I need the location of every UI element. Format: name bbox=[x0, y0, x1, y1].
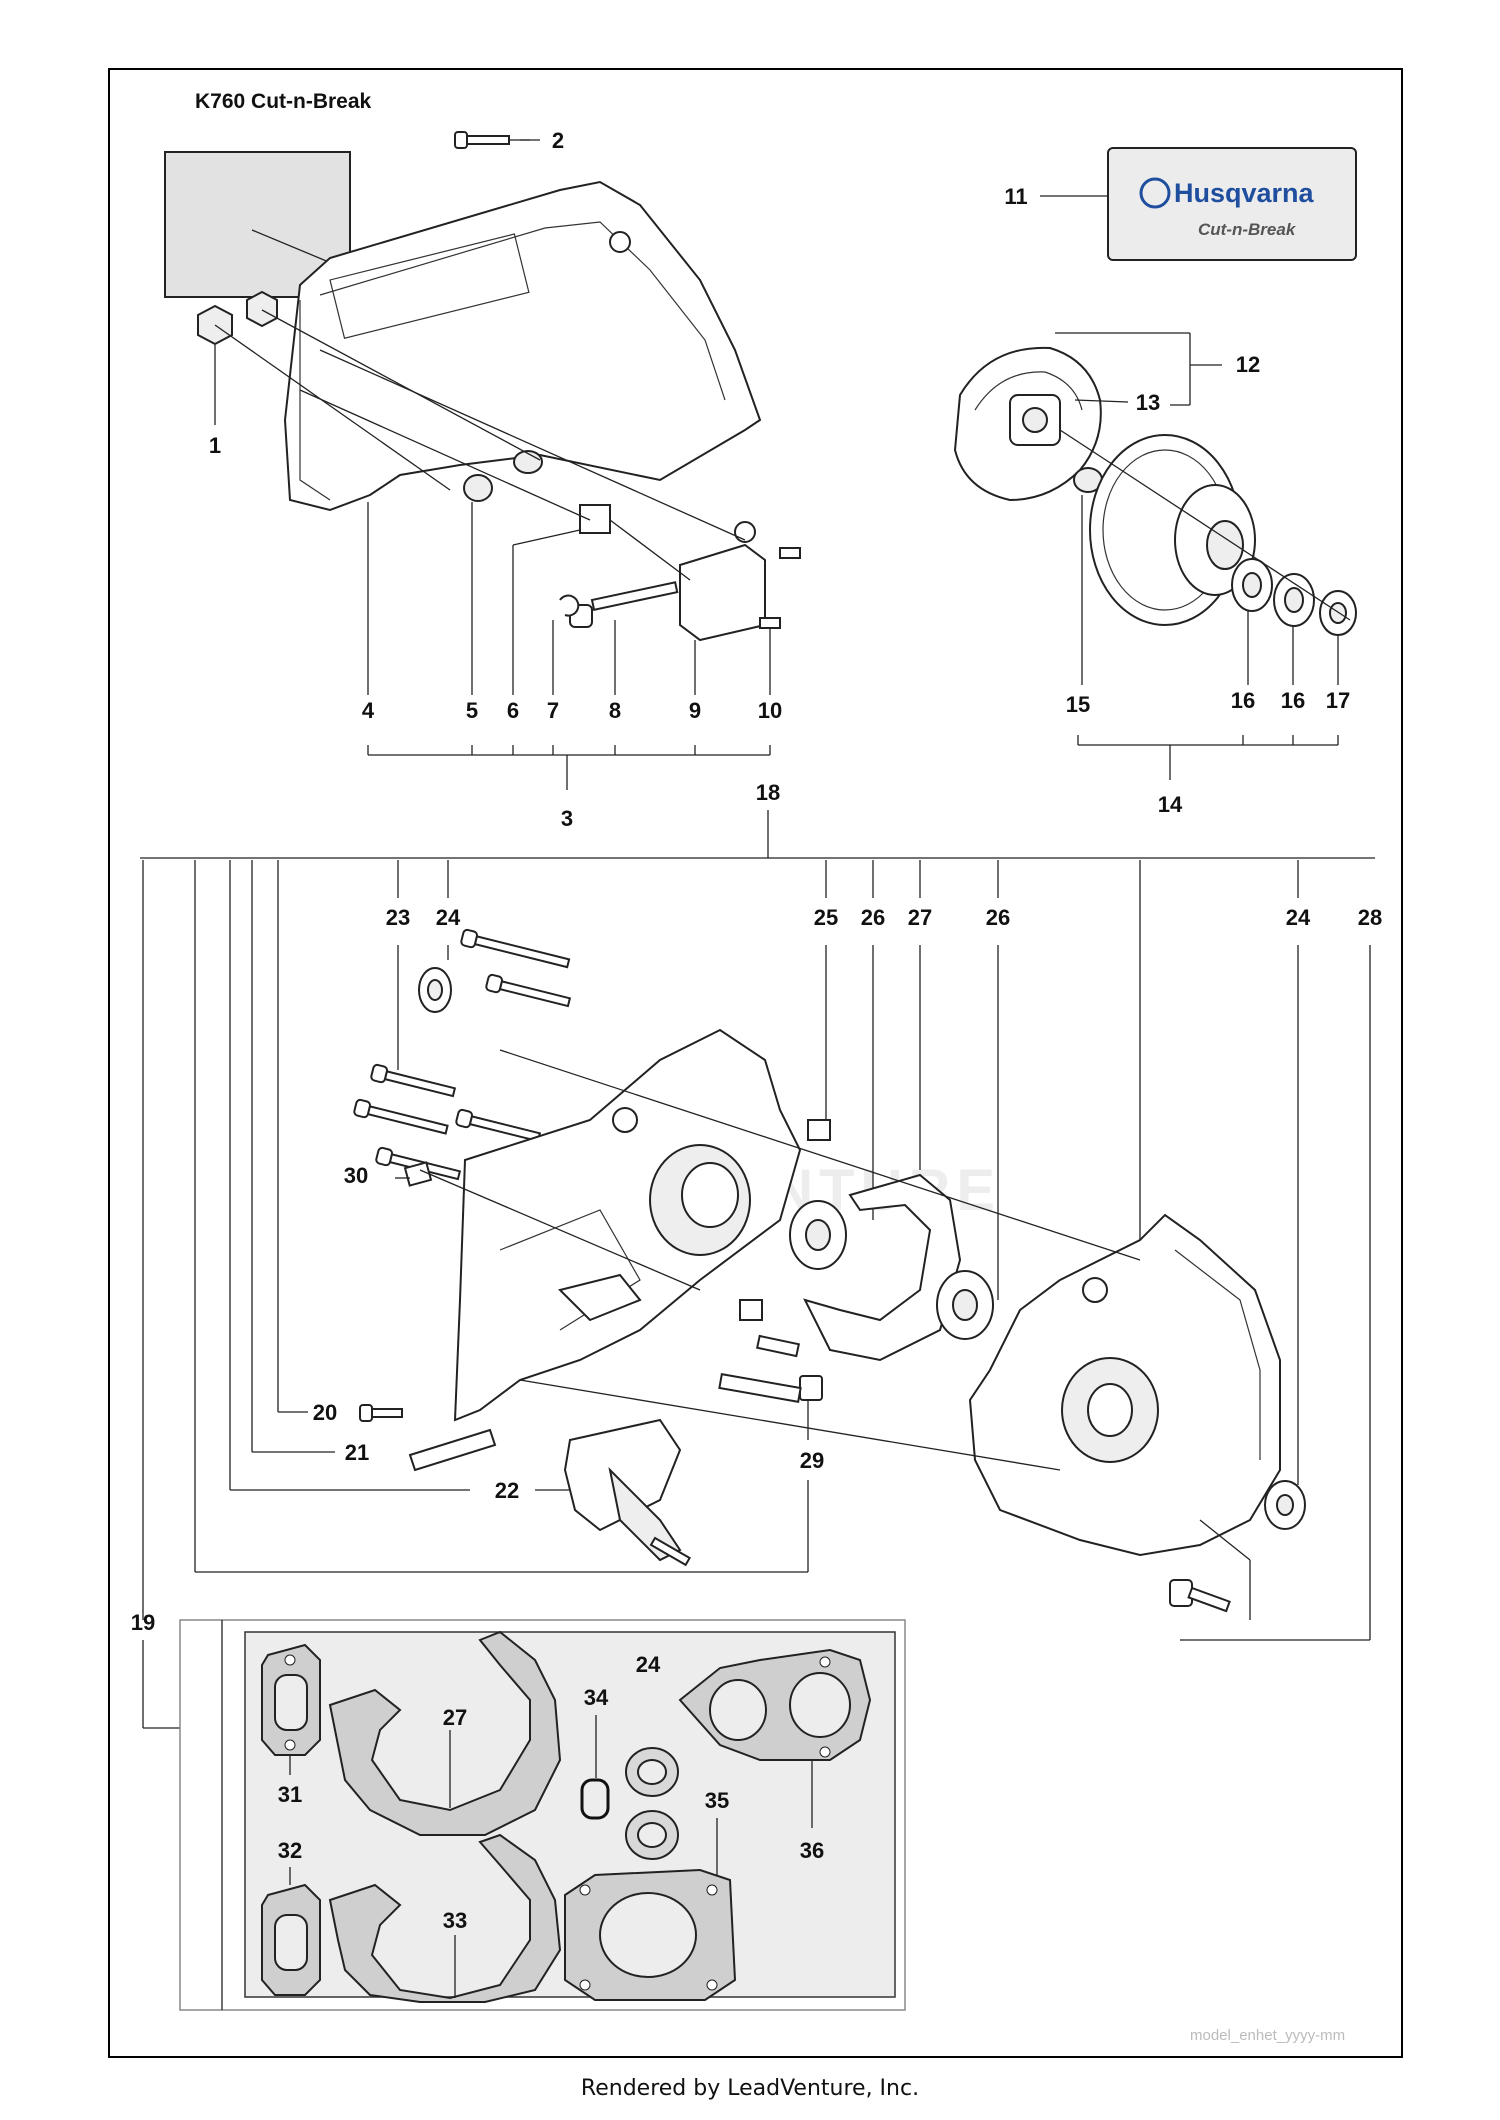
intake-gasket bbox=[678, 1648, 872, 1761]
callout-24: 24 bbox=[1286, 905, 1311, 930]
crankcase-gasket bbox=[803, 1173, 962, 1362]
exhaust-gasket bbox=[261, 1643, 321, 1756]
cylinder-bracket bbox=[563, 1418, 692, 1567]
callout-25: 25 bbox=[814, 905, 838, 930]
callout-4: 4 bbox=[362, 698, 375, 723]
callout-22: 22 bbox=[495, 1478, 519, 1503]
screw bbox=[359, 1404, 403, 1422]
callout-17: 17 bbox=[1326, 688, 1350, 713]
callout-5: 5 bbox=[466, 698, 478, 723]
bearing bbox=[936, 1270, 994, 1340]
footer-credit: Rendered by LeadVenture, Inc. bbox=[580, 2076, 920, 2101]
logo-product: Cut-n-Break bbox=[1198, 220, 1297, 239]
callout-3: 3 bbox=[561, 806, 573, 831]
callout-36: 36 bbox=[800, 1838, 824, 1863]
dowel bbox=[807, 1119, 831, 1141]
callout-13: 13 bbox=[1136, 390, 1160, 415]
bolt bbox=[718, 1373, 823, 1403]
callout-26: 26 bbox=[986, 905, 1010, 930]
leader-lines-group-3 bbox=[367, 502, 771, 790]
seal-ring bbox=[1319, 590, 1357, 636]
nut-30 bbox=[403, 1161, 433, 1187]
callout-12: 12 bbox=[1236, 352, 1260, 377]
oil-seal bbox=[625, 1747, 679, 1797]
callout-21: 21 bbox=[345, 1440, 369, 1465]
screw bbox=[454, 131, 510, 149]
bearing bbox=[1273, 573, 1315, 627]
bearing bbox=[1231, 558, 1273, 612]
callout-2: 2 bbox=[552, 128, 564, 153]
callout-31: 31 bbox=[278, 1782, 302, 1807]
nut bbox=[246, 290, 278, 328]
crankcase-half-left bbox=[453, 1028, 802, 1422]
callout-18: 18 bbox=[756, 780, 780, 805]
callout-8: 8 bbox=[609, 698, 621, 723]
pivot-screw bbox=[1169, 1579, 1231, 1613]
o-ring bbox=[580, 1778, 610, 1820]
husqvarna-crown-icon bbox=[1139, 177, 1171, 209]
diagram-frame bbox=[108, 68, 1403, 2058]
callout-14: 14 bbox=[1158, 792, 1183, 817]
logo-brand: Husqvarna bbox=[1174, 178, 1315, 208]
tensioner-nut bbox=[579, 504, 611, 534]
callout-24: 24 bbox=[636, 1652, 661, 1677]
callout-7: 7 bbox=[547, 698, 559, 723]
screw bbox=[759, 617, 781, 629]
bearing bbox=[789, 1200, 847, 1270]
callout-9: 9 bbox=[689, 698, 701, 723]
circlip bbox=[559, 594, 580, 617]
callout-27: 27 bbox=[908, 905, 932, 930]
callout-19: 19 bbox=[131, 1610, 155, 1635]
callout-24: 24 bbox=[436, 905, 461, 930]
callout-27: 27 bbox=[443, 1705, 467, 1730]
cylinder-base-gasket bbox=[564, 1868, 737, 2001]
callout-6: 6 bbox=[507, 698, 519, 723]
dowel bbox=[739, 1299, 763, 1321]
crankcase-gasket bbox=[328, 1833, 562, 2003]
oil-seal bbox=[1264, 1480, 1306, 1530]
washer bbox=[513, 450, 543, 474]
callout-34: 34 bbox=[584, 1685, 609, 1710]
belt-guard bbox=[283, 180, 762, 512]
watermark-code: model_enhet_yyyy-mm bbox=[1190, 2027, 1345, 2044]
exhaust-gasket bbox=[261, 1883, 321, 1996]
crankcase-gasket bbox=[328, 1630, 562, 1836]
callout-20: 20 bbox=[313, 1400, 337, 1425]
callout-32: 32 bbox=[278, 1838, 302, 1863]
callout-23: 23 bbox=[386, 905, 410, 930]
clutch-drum bbox=[1089, 434, 1256, 626]
callout-28: 28 bbox=[1358, 905, 1382, 930]
tensioner-block bbox=[679, 543, 766, 642]
callout-11: 11 bbox=[1004, 184, 1027, 209]
diagram-title: K760 Cut-n-Break bbox=[195, 90, 372, 113]
callout-26: 26 bbox=[861, 905, 885, 930]
adjusting-screw bbox=[569, 581, 679, 628]
callout-16: 16 bbox=[1281, 688, 1305, 713]
callout-35: 35 bbox=[705, 1788, 729, 1813]
leader-lines-crankcase bbox=[142, 860, 1371, 1641]
washer bbox=[463, 474, 493, 502]
callout-29: 29 bbox=[800, 1448, 824, 1473]
screw bbox=[779, 547, 801, 559]
callout-33: 33 bbox=[443, 1908, 467, 1933]
strap-plate bbox=[408, 1428, 497, 1472]
callout-15: 15 bbox=[1066, 692, 1090, 717]
callout-10: 10 bbox=[758, 698, 782, 723]
oil-seal bbox=[625, 1810, 679, 1860]
clutch-assembly bbox=[953, 346, 1357, 636]
callout-30: 30 bbox=[344, 1163, 368, 1188]
belt-guard-assembly bbox=[164, 131, 801, 642]
mount-bracket bbox=[558, 1273, 642, 1322]
bolt bbox=[756, 1334, 800, 1358]
bolts bbox=[353, 928, 572, 1181]
callout-1: 1 bbox=[209, 433, 221, 458]
logo-decal: Husqvarna Cut-n-Break bbox=[1107, 147, 1357, 261]
callout-16: 16 bbox=[1231, 688, 1255, 713]
